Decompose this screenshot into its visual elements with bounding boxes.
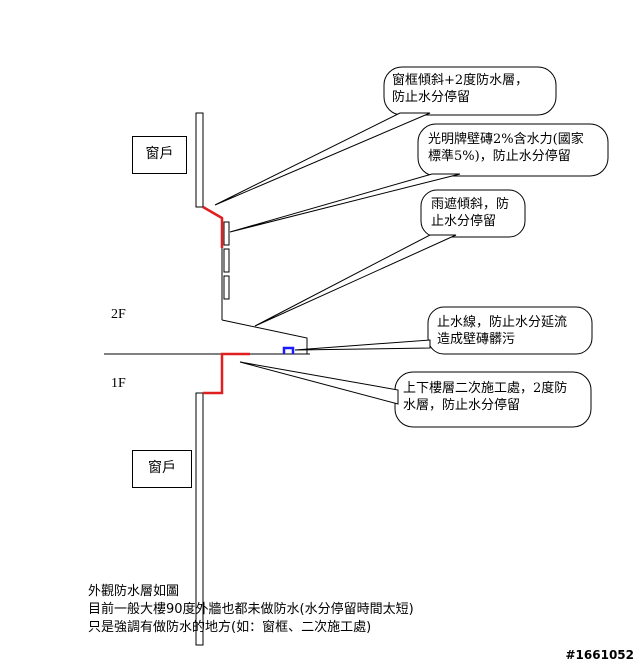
floor-label-1f: 1F	[111, 376, 126, 391]
callout-bubble-tile	[417, 123, 609, 177]
callout-text-tile: 光明牌壁磚2%含水力(國家 標準5%)，防止水分停留	[428, 132, 584, 164]
callout-text-window-frame: 窗框傾斜+2度防水層， 防止水分停留	[392, 73, 529, 105]
callout-pointer-canopy	[254, 234, 457, 327]
floor-joint-waterproof-layer	[203, 352, 250, 395]
callout-text-canopy: 雨遮傾斜，防 止水分停留	[431, 197, 510, 229]
water-stop-line	[282, 346, 295, 354]
callout-text-water-stop: 止水線，防止水分延流 造成壁磚髒污	[437, 315, 568, 347]
callout-pointer-water-stop	[294, 339, 431, 351]
wall-tile-3	[223, 275, 230, 300]
callout-pointer-floor-joint	[239, 361, 399, 405]
upper-window-label: 窗戶	[132, 136, 187, 174]
caption: 外觀防水層如圖 目前一般大樓90度外牆也都未做防水(水分停留時間太短) 只是強調…	[88, 583, 414, 637]
callout-text-floor-joint: 上下樓層二次施工處，2度防 水層，防止水分停留	[403, 381, 568, 413]
upper-window-frame	[195, 112, 204, 208]
callout-bubble-canopy	[420, 189, 526, 238]
callout-bubble-water-stop	[427, 306, 593, 355]
caption-line-2: 目前一般大樓90度外牆也都未做防水(水分停留時間太短)	[88, 602, 414, 617]
callout-pointer-tile	[229, 173, 461, 233]
window-waterproof-layer	[202, 205, 224, 248]
callout-bubble-window-frame	[383, 66, 557, 116]
lower-window-label: 窗戶	[132, 450, 192, 488]
caption-line-1: 外觀防水層如圖	[88, 584, 180, 599]
lower-window-frame	[195, 392, 204, 646]
wall-tile-1	[223, 221, 230, 246]
floor-label-2f: 2F	[111, 307, 126, 322]
watermark: #1661052	[565, 648, 634, 662]
callout-pointer-window-frame	[214, 112, 431, 206]
wall-tile-2	[223, 248, 230, 273]
caption-line-3: 只是強調有做防水的地方(如：窗框、二次施工處)	[88, 620, 372, 635]
